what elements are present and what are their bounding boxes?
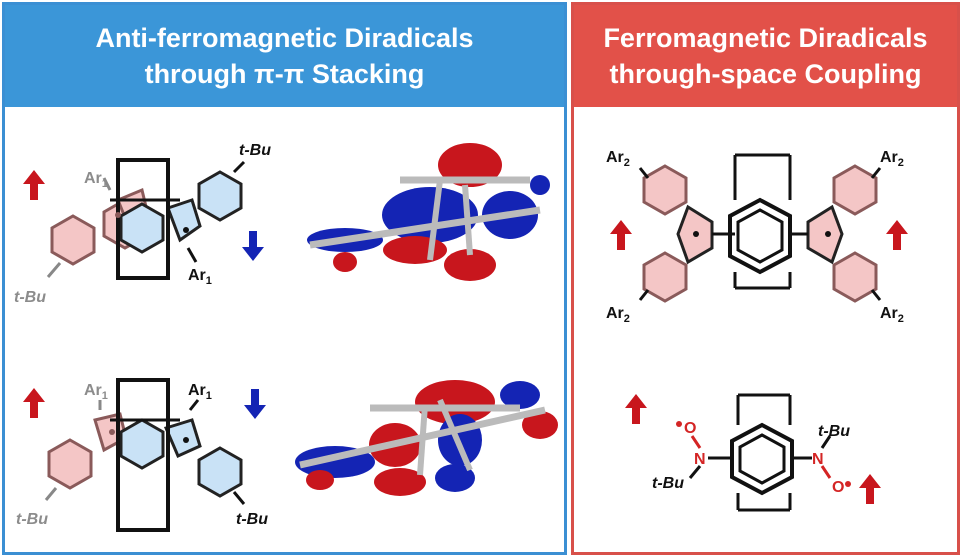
antiferromagnetic-title-line2: through π-π Stacking xyxy=(144,59,425,89)
ferromagnetic-title-line1: Ferromagnetic Diradicals xyxy=(603,23,928,53)
ar-label: Ar xyxy=(880,305,898,322)
oxygen-label: O xyxy=(832,479,844,496)
ar-label: Ar xyxy=(188,267,206,284)
ar-label: Ar xyxy=(188,382,206,399)
antiferromagnetic-title-line1: Anti-ferromagnetic Diradicals xyxy=(95,23,474,53)
antiferromagnetic-header: Anti-ferromagnetic Diradicals through π-… xyxy=(5,5,564,107)
ar-label: Ar xyxy=(606,305,624,322)
cyclophane-bis-nitroxide xyxy=(625,393,881,512)
spin-density-render-top xyxy=(307,143,550,281)
ar-label: Ar xyxy=(84,382,102,399)
svg-text:Ar1: Ar1 xyxy=(84,382,108,402)
svg-text:Ar2: Ar2 xyxy=(606,305,630,325)
cyclophane-bis-fluorenyl xyxy=(610,153,908,303)
antiferromagnetic-panel: Anti-ferromagnetic Diradicals through π-… xyxy=(2,2,567,555)
oxygen-label: O xyxy=(684,420,696,437)
spin-up-arrow-icon xyxy=(23,388,45,418)
ar-subscript: 2 xyxy=(898,313,904,325)
tbu-label: t-Bu xyxy=(14,289,46,306)
tbu-label: t-Bu xyxy=(818,423,850,440)
spin-up-arrow-icon xyxy=(610,220,632,250)
nitrogen-label: N xyxy=(694,451,706,468)
tbu-label: t-Bu xyxy=(16,511,48,528)
spin-up-arrow-icon xyxy=(625,394,647,424)
ar-label: Ar xyxy=(880,149,898,166)
svg-text:t-Bu: t-Bu xyxy=(236,511,268,528)
spin-density-render-bottom xyxy=(295,380,558,496)
spin-up-arrow-icon xyxy=(23,170,45,200)
ar-subscript: 1 xyxy=(206,275,212,287)
svg-text:t-Bu: t-Bu xyxy=(239,142,271,159)
svg-text:t-Bu: t-Bu xyxy=(16,511,48,528)
svg-text:Ar1: Ar1 xyxy=(84,170,108,190)
svg-text:Ar2: Ar2 xyxy=(880,305,904,325)
tbu-label: t-Bu xyxy=(239,142,271,159)
ar-subscript: 2 xyxy=(898,157,904,169)
ar-label: Ar xyxy=(84,170,102,187)
ar-subscript: 1 xyxy=(206,390,212,402)
stacked-diradical-top xyxy=(23,158,264,280)
tbu-label: t-Bu xyxy=(236,511,268,528)
spin-down-arrow-icon xyxy=(244,389,266,419)
ar-label: Ar xyxy=(606,149,624,166)
ferromagnetic-title-line2: through-space Coupling xyxy=(609,59,922,89)
ferromagnetic-panel: Ferromagnetic Diradicals through-space C… xyxy=(571,2,960,555)
ar-subscript: 1 xyxy=(102,390,108,402)
ar-subscript: 1 xyxy=(102,178,108,190)
spin-up-arrow-icon xyxy=(859,474,881,504)
svg-text:t-Bu: t-Bu xyxy=(818,423,850,440)
ar-subscript: 2 xyxy=(624,157,630,169)
svg-text:Ar2: Ar2 xyxy=(880,149,904,169)
svg-text:Ar1: Ar1 xyxy=(188,382,212,402)
svg-text:t-Bu: t-Bu xyxy=(652,475,684,492)
svg-text:t-Bu: t-Bu xyxy=(14,289,46,306)
svg-text:Ar2: Ar2 xyxy=(606,149,630,169)
spin-down-arrow-icon xyxy=(242,231,264,261)
ferromagnetic-header: Ferromagnetic Diradicals through-space C… xyxy=(574,5,957,107)
svg-text:Ar1: Ar1 xyxy=(188,267,212,287)
nitrogen-label: N xyxy=(812,451,824,468)
stacked-diradical-bottom xyxy=(23,378,266,532)
ar-subscript: 2 xyxy=(624,313,630,325)
spin-up-arrow-icon xyxy=(886,220,908,250)
tbu-label: t-Bu xyxy=(652,475,684,492)
